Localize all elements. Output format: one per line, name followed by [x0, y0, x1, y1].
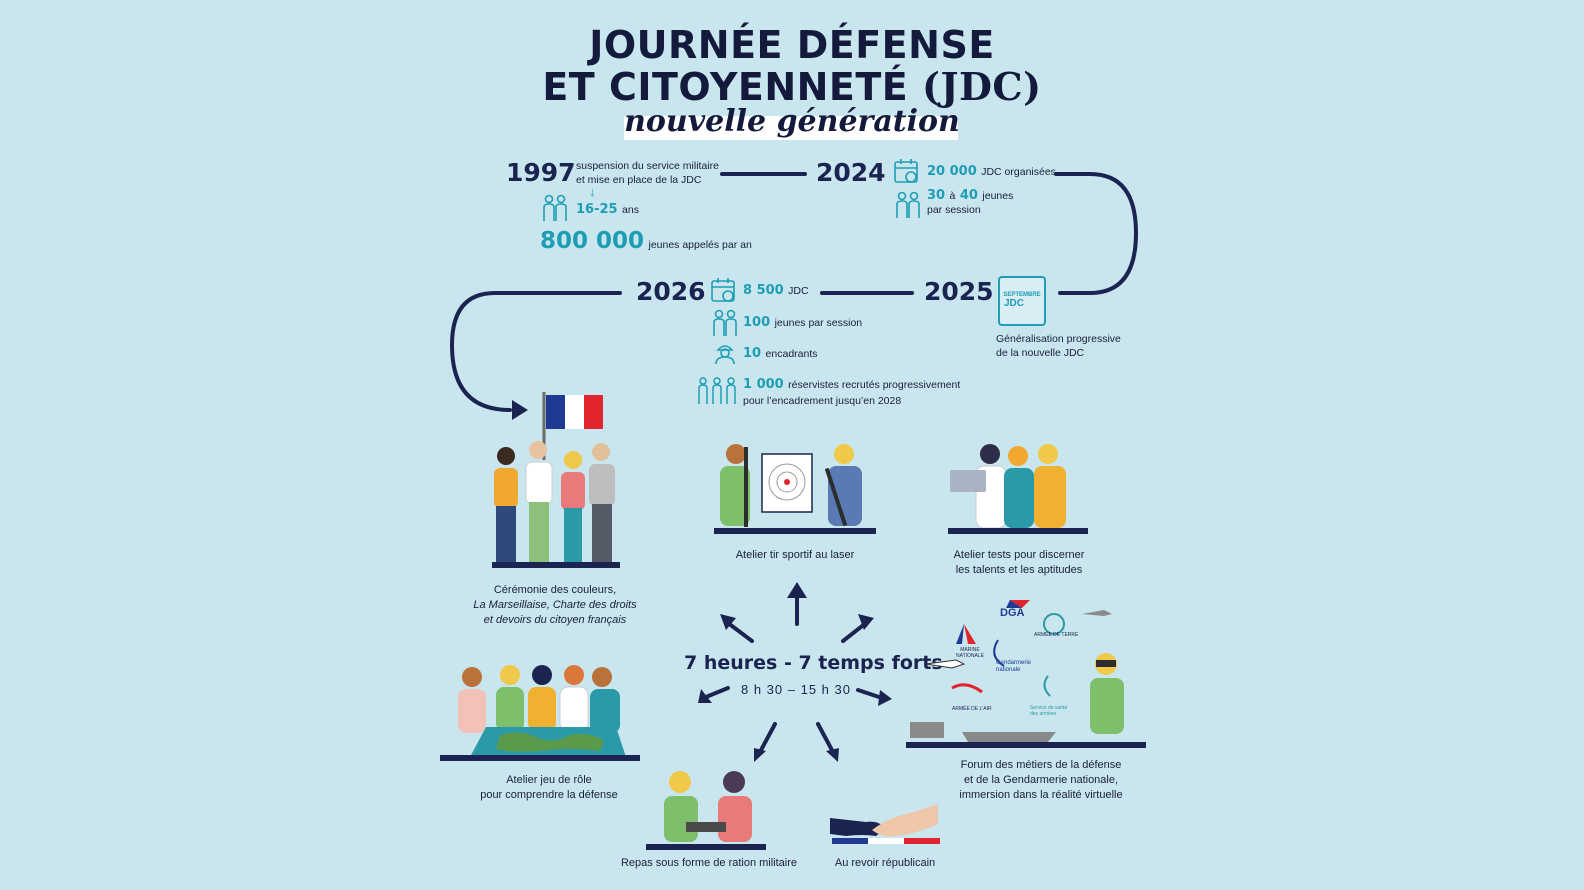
caption-ceremony-line3: et devoirs du citoyen français	[483, 614, 627, 626]
defense-forum-illustration	[906, 600, 1146, 748]
caption-forum-line1: Forum des métiers de la défense	[960, 759, 1122, 771]
caption-ceremony-line1: Cérémonie des couleurs,	[493, 584, 617, 596]
caption-roleplay: Atelier jeu de rôle pour comprendre la d…	[454, 773, 644, 803]
center-title: 7 heures - 7 temps forts	[684, 652, 943, 674]
dga-logo: DGA	[1000, 607, 1025, 619]
year-1997: 1997	[506, 158, 576, 187]
flag-ceremony-illustration	[492, 392, 620, 568]
staff-2026-label: encadrants	[765, 348, 818, 360]
marine-logo: MARINE NATIONALE	[956, 647, 984, 659]
range-label-2: par session	[927, 204, 981, 216]
badge-jdc: JDC	[1004, 298, 1025, 309]
jdc-2024-label: JDC organisées	[981, 166, 1056, 178]
caption-ceremony: Cérémonie des couleurs, La Marseillaise,…	[460, 583, 650, 628]
aptitude-tests-illustration	[948, 444, 1088, 534]
handshake-illustration	[830, 804, 940, 844]
sante-logo-line2: des armées	[1030, 711, 1057, 717]
conscripts-label: jeunes appelés par an	[648, 239, 752, 251]
desc-2025-line1: Généralisation progressive	[996, 333, 1121, 345]
jdc-2026-label: JDC	[788, 285, 809, 297]
calendar-icon	[894, 159, 918, 183]
caption-ceremony-line2: La Marseillaise, Charte des droits	[473, 599, 637, 611]
marine-logo-line1: MARINE	[960, 647, 980, 653]
marine-logo-line2: NATIONALE	[956, 653, 984, 659]
laser-shooting-illustration	[714, 444, 876, 534]
caption-goodbye: Au revoir républicain	[834, 857, 936, 869]
arrow-down-icon: ↓	[589, 184, 596, 199]
session-2026: 100 jeunes par session	[743, 313, 862, 331]
gendarmerie-logo: Gendarmerie nationale	[996, 660, 1031, 674]
soldier-icon	[715, 345, 735, 365]
jdc-2026-value: 8 500	[743, 283, 784, 298]
reserve-2026-value: 1 000	[743, 377, 784, 392]
caption-roleplay-line2: pour comprendre la défense	[480, 789, 618, 801]
year-2024: 2024	[816, 158, 886, 187]
title-acronym: (JDC)	[922, 64, 1042, 109]
sante-logo-line1: Service de santé	[1030, 705, 1068, 711]
range-from: 30	[927, 188, 946, 203]
reservists-icon	[698, 377, 736, 404]
conscripts-count: 800 000 jeunes appelés par an	[540, 228, 752, 254]
desc-1997-line1: suspension du service militaire	[576, 160, 719, 172]
subtitle-highlight	[624, 116, 958, 140]
gendarmerie-logo-line1: Gendarmerie	[996, 660, 1032, 666]
military-ration-illustration	[646, 771, 766, 850]
session-2026-value: 100	[743, 315, 771, 330]
september-calendar-icon: SEPTEMBRE JDC	[998, 276, 1046, 326]
caption-forum-line3: immersion dans la réalité virtuelle	[959, 789, 1123, 801]
reserve-2026-label-1: réservistes recrutés progressivement	[788, 379, 961, 391]
caption-roleplay-line1: Atelier jeu de rôle	[506, 774, 592, 786]
badge-month: SEPTEMBRE	[1003, 292, 1041, 298]
flag-blue	[546, 395, 565, 429]
desc-2025: Généralisation progressive de la nouvell…	[996, 332, 1121, 360]
gendarmerie-logo-line2: nationale	[996, 667, 1021, 673]
caption-meal: Repas sous forme de ration militaire	[620, 857, 798, 869]
calendar-icon	[711, 278, 735, 302]
caption-laser: Atelier tir sportif au laser	[735, 549, 855, 561]
year-2026: 2026	[636, 277, 706, 306]
sante-logo: Service de santé des armées	[1030, 705, 1067, 717]
conscripts-value: 800 000	[540, 228, 645, 254]
youth-icon	[713, 309, 737, 336]
range-sep: à	[949, 190, 956, 202]
jdc-2024-value: 20 000	[927, 164, 977, 179]
page-subtitle: nouvelle génération	[624, 104, 960, 139]
reserve-2026-label-2: pour l’encadrement jusqu’en 2028	[743, 395, 902, 407]
laptop-icon	[950, 470, 986, 492]
armee-terre-logo: ARMÉE DE TERRE	[1034, 632, 1079, 638]
jdc-2024: 20 000 JDC organisées	[927, 162, 1056, 180]
caption-tests-line1: Atelier tests pour discerner	[953, 549, 1085, 561]
staff-2026: 10 encadrants	[743, 344, 818, 362]
range-to: 40	[959, 188, 978, 203]
armee-air-logo: ARMÉE DE L'AIR	[952, 706, 992, 712]
age-value: 16-25	[576, 202, 618, 217]
age-unit: ans	[622, 204, 639, 216]
page-title-line2: ET CITOYENNETÉ (JDC)	[0, 64, 1584, 109]
reserve-2026: 1 000 réservistes recrutés progressiveme…	[743, 375, 960, 393]
desc-1997: suspension du service militaire et mise …	[576, 159, 719, 187]
staff-2026-value: 10	[743, 346, 762, 361]
caption-tests: Atelier tests pour discerner les talents…	[924, 548, 1114, 578]
desc-2025-line2: de la nouvelle JDC	[996, 347, 1085, 359]
jdc-2026: 8 500 JDC	[743, 281, 809, 299]
page-title-line1: JOURNÉE DÉFENSE	[589, 23, 995, 67]
range-label-1: jeunes	[982, 190, 1014, 202]
session-2026-label: jeunes par session	[774, 317, 863, 329]
youth-icon	[896, 191, 920, 218]
caption-forum-line2: et de la Gendarmerie nationale,	[963, 774, 1119, 786]
session-size-2024: 30 à 40 jeunes	[927, 186, 1013, 204]
caption-tests-line2: les talents et les aptitudes	[955, 564, 1083, 576]
desc-1997-line2: et mise en place de la JDC	[576, 174, 702, 186]
caption-forum: Forum des métiers de la défense et de la…	[936, 758, 1146, 803]
role-play-illustration	[440, 665, 640, 761]
title-text: ET CITOYENNETÉ	[542, 65, 909, 109]
center-hours: 8 h 30 – 15 h 30	[741, 682, 851, 697]
age-range: 16-25 ans	[576, 200, 639, 218]
youth-icon	[543, 194, 567, 221]
year-2025: 2025	[924, 277, 994, 306]
